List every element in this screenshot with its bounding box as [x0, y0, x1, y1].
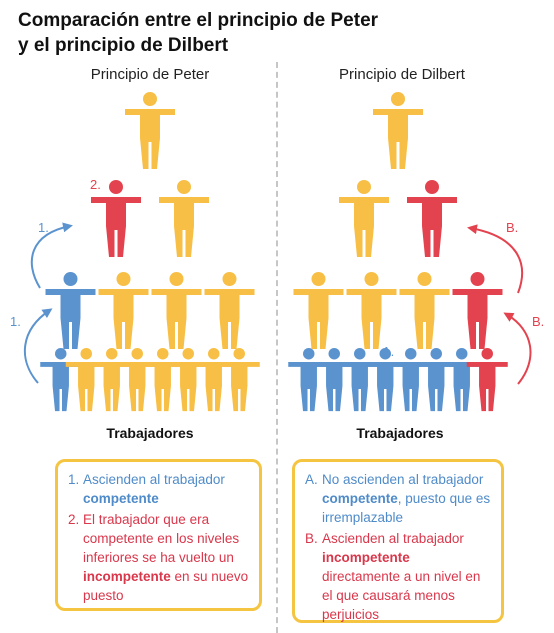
peter-note-2-part-1: El trabajador que era competente en los …: [83, 512, 240, 565]
title-line-2: y el principio de Dilbert: [18, 35, 229, 56]
peter-note-1-part-1: Ascienden al trabajador: [83, 472, 225, 487]
peter-promotion-arrow-lower: [23, 308, 53, 384]
dilbert-note-a-part-1: No ascienden al trabajador: [322, 472, 484, 487]
dilbert-person-red: [466, 348, 508, 412]
peter-note-2-part-2: incompetente: [83, 569, 171, 584]
peter-pyramid: [40, 92, 260, 412]
dilbert-note-a-number: A.: [305, 472, 318, 487]
dilbert-note-b: B. Ascienden al trabajador incompetente …: [305, 529, 491, 624]
dilbert-person-red: [452, 272, 503, 349]
dilbert-person-blue: [441, 348, 483, 412]
dilbert-pyramid: [288, 92, 508, 412]
dilbert-note-a-text: No ascienden al trabajador competente, p…: [322, 470, 491, 527]
peter-label-1-top: 1.: [38, 220, 49, 235]
dilbert-note-b-part-1: Ascienden al trabajador: [322, 531, 464, 546]
dilbert-note-a: A. No ascienden al trabajador competente…: [305, 470, 491, 527]
peter-person-yellow: [218, 348, 260, 412]
dilbert-person-blue: [288, 348, 330, 412]
dilbert-person-blue: [364, 348, 406, 412]
dilbert-note-b-text: Ascienden al trabajador incompetente dir…: [322, 529, 491, 624]
dilbert-note-b-number: B.: [305, 531, 318, 546]
dilbert-person-yellow: [399, 272, 450, 349]
title-line-1: Comparación entre el principio de Peter: [18, 10, 379, 31]
peter-person-yellow: [159, 180, 209, 257]
dilbert-person-blue: [415, 348, 457, 412]
peter-heading: Principio de Peter: [90, 66, 210, 83]
dilbert-notes-box: A. No ascienden al trabajador competente…: [292, 459, 504, 623]
peter-note-2: 2. El trabajador que era competente en l…: [68, 510, 249, 605]
peter-label-2: 2.: [90, 177, 101, 192]
peter-person-yellow: [193, 348, 235, 412]
peter-person-yellow: [65, 348, 107, 412]
dilbert-person-yellow: [339, 180, 389, 257]
peter-person-red: [91, 180, 141, 257]
dilbert-note-b-part-2: incompetente: [322, 550, 410, 565]
dilbert-promotion-arrow-lower: [503, 312, 532, 385]
peter-person-yellow: [204, 272, 255, 349]
peter-person-blue: [45, 272, 96, 349]
peter-note-1: 1. Ascienden al trabajador competente: [68, 470, 249, 508]
dilbert-label-b-top: B.: [506, 220, 518, 235]
dilbert-workers-label: Trabajadores: [356, 425, 444, 441]
peter-person-yellow: [91, 348, 133, 412]
peter-note-2-part-3: en su nuevo puesto: [83, 569, 249, 603]
peter-note-1-number: 1.: [68, 472, 80, 487]
dilbert-person-blue: [390, 348, 432, 412]
peter-promotion-arrow-upper: [30, 222, 73, 289]
diagram-title: Comparación entre el principio de Peter …: [18, 8, 378, 58]
peter-workers-label: Trabajadores: [106, 425, 194, 441]
dilbert-label-b-bottom: B.: [532, 314, 544, 329]
peter-person-blue: [40, 348, 82, 412]
peter-person-yellow: [125, 92, 175, 169]
dilbert-label-a: A.: [382, 344, 394, 359]
peter-notes-box: 1. Ascienden al trabajador competente 2.…: [55, 459, 262, 611]
dilbert-person-yellow: [293, 272, 344, 349]
dilbert-note-b-part-3: directamente a un nivel en el que causar…: [322, 569, 481, 622]
peter-note-2-text: El trabajador que era competente en los …: [83, 510, 249, 605]
peter-note-1-text: Ascienden al trabajador competente: [83, 470, 249, 508]
dilbert-note-a-part-3: , puesto que es irremplazable: [322, 491, 491, 525]
peter-person-yellow: [151, 272, 202, 349]
peter-person-yellow: [98, 272, 149, 349]
dilbert-person-yellow: [346, 272, 397, 349]
dilbert-person-yellow: [373, 92, 423, 169]
peter-note-1-part-2: competente: [83, 491, 159, 506]
dilbert-person-red: [407, 180, 457, 257]
column-divider: [276, 62, 278, 633]
peter-person-yellow: [116, 348, 158, 412]
dilbert-person-blue: [313, 348, 355, 412]
peter-label-1-bottom: 1.: [10, 314, 21, 329]
peter-note-2-number: 2.: [68, 512, 80, 527]
peter-person-yellow: [142, 348, 184, 412]
dilbert-promotion-arrow-upper: [467, 224, 523, 294]
dilbert-heading: Principio de Dilbert: [339, 66, 465, 83]
dilbert-person-blue: [339, 348, 381, 412]
dilbert-note-a-part-2: competente: [322, 491, 398, 506]
peter-person-yellow: [167, 348, 209, 412]
